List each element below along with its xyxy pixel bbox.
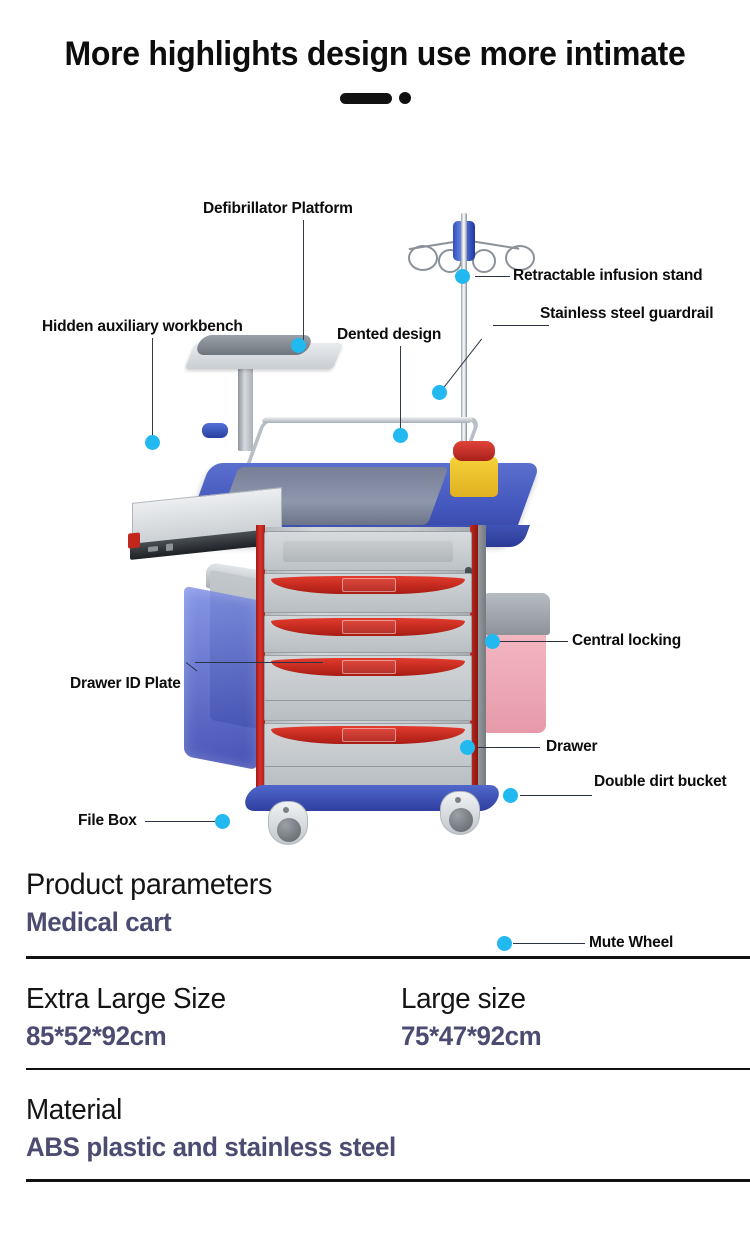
parameter-row-material: Material ABS plastic and stainless steel	[26, 1070, 750, 1165]
parameter-cell-material: Material ABS plastic and stainless steel	[26, 1092, 750, 1165]
defibrillator-post	[238, 363, 253, 451]
iv-hook-far-left	[408, 245, 438, 271]
parameters-title: Product parameters	[26, 868, 273, 901]
mute-wheel-right	[440, 791, 480, 835]
drawer-row[interactable]	[264, 573, 472, 613]
medical-cart-illustration	[128, 195, 570, 845]
drawer-row[interactable]	[264, 655, 472, 721]
callout-marker-drawer[interactable]	[460, 740, 475, 755]
callout-label-central-locking: Central locking	[572, 632, 681, 649]
callout-label-drawer-id-plate: Drawer ID Plate	[70, 675, 181, 692]
parameter-value: 85*52*92cm	[26, 1020, 167, 1051]
defibrillator-adjust-knob[interactable]	[202, 423, 228, 438]
parameter-value: 75*47*92cm	[401, 1020, 542, 1051]
callout-leader-double-dirt-bucket	[520, 795, 592, 797]
callout-marker-defibrillator-platform[interactable]	[291, 338, 306, 353]
callout-leader-hidden-auxiliary-workbench	[152, 338, 154, 440]
callout-marker-stainless-steel-guardrail[interactable]	[432, 385, 447, 400]
callout-label-retractable-infusion-stand: Retractable infusion stand	[513, 267, 703, 284]
callout-leader-defibrillator-platform	[303, 220, 305, 346]
file-box-panel[interactable]	[184, 585, 258, 771]
parameter-cell-large: Large size 75*47*92cm	[401, 981, 750, 1054]
product-diagram: Defibrillator Platform Retractable infus…	[0, 150, 750, 951]
callout-marker-file-box[interactable]	[215, 814, 230, 829]
parameter-key: Material	[26, 1094, 122, 1126]
dirt-bucket-lid	[476, 593, 550, 635]
iv-hook-right	[472, 249, 496, 273]
callout-marker-central-locking[interactable]	[485, 634, 500, 649]
callout-label-drawer: Drawer	[546, 738, 598, 755]
parameters-divider-top	[26, 956, 750, 959]
callout-marker-mute-wheel[interactable]	[497, 936, 512, 951]
callout-label-double-dirt-bucket: Double dirt bucket	[594, 773, 727, 790]
callout-leader-file-box	[145, 821, 218, 823]
sharps-container-red-lid	[453, 441, 495, 461]
drawer-top-panel[interactable]	[264, 531, 472, 571]
parameter-cell-extra-large: Extra Large Size 85*52*92cm	[26, 981, 401, 1054]
callout-marker-dented-design[interactable]	[393, 428, 408, 443]
cabinet-red-strip-right	[470, 525, 478, 791]
parameter-row-size: Extra Large Size 85*52*92cm Large size 7…	[26, 959, 750, 1054]
cabinet-right-edge	[476, 525, 486, 791]
callout-leader-mute-wheel	[513, 943, 585, 945]
indicator-active-pill[interactable]	[339, 92, 392, 104]
callout-label-hidden-auxiliary-workbench: Hidden auxiliary workbench	[42, 318, 243, 335]
workbench-end-cap	[128, 532, 140, 549]
callout-leader-central-locking	[500, 641, 568, 643]
callout-label-mute-wheel: Mute Wheel	[589, 934, 674, 951]
drawer-handle[interactable]	[271, 726, 465, 744]
callout-leader-retractable-infusion-stand	[475, 276, 510, 278]
callout-marker-retractable-infusion-stand[interactable]	[455, 269, 470, 284]
parameter-value: ABS plastic and stainless steel	[26, 1132, 396, 1162]
mute-wheel-left	[268, 801, 308, 845]
drawer-handle[interactable]	[271, 658, 465, 676]
page-header: More highlights design use more intimate	[0, 0, 750, 104]
parameters-divider-middle	[26, 1067, 750, 1070]
parameters-divider-bottom	[26, 1179, 750, 1182]
callout-leader-drawer	[478, 747, 540, 749]
callout-leader-dented-design	[400, 346, 402, 434]
callout-marker-hidden-auxiliary-workbench[interactable]	[145, 435, 160, 450]
carousel-indicator	[0, 92, 750, 104]
callout-label-file-box: File Box	[78, 812, 137, 829]
indicator-dot[interactable]	[398, 92, 411, 104]
sharps-container-yellow	[450, 457, 498, 497]
callout-leader-stainless-steel-guardrail	[493, 325, 549, 327]
callout-label-dented-design: Dented design	[337, 326, 442, 343]
drawer-row[interactable]	[264, 615, 472, 653]
iv-pole-shaft	[461, 213, 467, 448]
product-parameters-section: Product parameters Medical cart Extra La…	[0, 866, 750, 1182]
page-title: More highlights design use more intimate	[64, 35, 686, 73]
callout-leader-drawer-id-plate	[195, 662, 323, 664]
drawer-row[interactable]	[264, 723, 472, 789]
parameter-key: Extra Large Size	[26, 982, 226, 1015]
parameters-subtitle: Medical cart	[26, 907, 172, 937]
parameter-key: Large size	[401, 982, 526, 1015]
callout-label-defibrillator-platform: Defibrillator Platform	[203, 200, 353, 217]
iv-hook-far-right	[505, 245, 535, 271]
callout-label-stainless-steel-guardrail: Stainless steel guardrail	[540, 305, 714, 322]
cabinet-red-strip-left	[256, 525, 265, 791]
drawer-handle[interactable]	[271, 576, 465, 594]
drawer-handle[interactable]	[271, 618, 465, 636]
callout-marker-double-dirt-bucket[interactable]	[503, 788, 518, 803]
